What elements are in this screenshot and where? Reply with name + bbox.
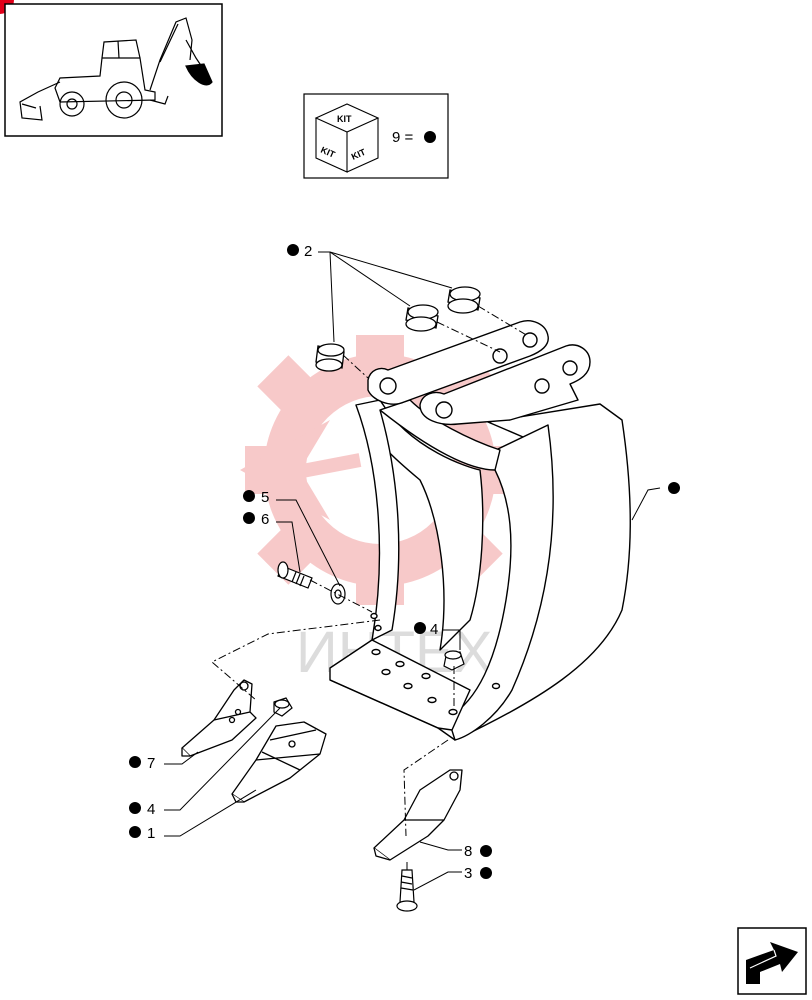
kit-equation: 9 =	[392, 129, 414, 146]
bullet-icon	[243, 490, 255, 502]
bullet-icon	[129, 826, 141, 838]
bucket	[329, 320, 631, 741]
kit-cube-icon	[314, 103, 380, 173]
hex-nut-lower	[273, 697, 293, 717]
bushings	[315, 286, 481, 372]
corner-adapter	[373, 769, 463, 861]
callout-8: 8	[464, 843, 472, 860]
bucket-tooth	[231, 721, 327, 803]
callout-5: 5	[261, 489, 269, 506]
hex-nut-upper	[443, 650, 465, 671]
backhoe-loader-icon	[19, 17, 213, 121]
bullet-icon	[129, 756, 141, 768]
bullet-icon	[287, 244, 299, 256]
tooth-adapter-left	[181, 679, 257, 757]
bullet-icon	[414, 622, 426, 634]
kit-top-label: KIT	[337, 114, 352, 124]
kit-bullet-icon	[424, 131, 436, 143]
side-bolt	[277, 561, 313, 589]
bushing-1	[315, 343, 345, 372]
bullet-icon	[480, 867, 492, 879]
bullet-icon	[480, 845, 492, 857]
kit-legend: KIT KIT KIT 9 =	[303, 93, 449, 179]
bucket-bullet-icon	[668, 482, 680, 494]
machine-thumbnail	[4, 3, 223, 137]
callout-2: 2	[304, 243, 312, 260]
bushing-2	[405, 304, 439, 332]
callout-4-lower: 4	[147, 801, 155, 818]
leader-lines	[164, 251, 661, 891]
callout-1: 1	[147, 825, 155, 842]
callout-7: 7	[147, 755, 155, 772]
next-page-arrow-button[interactable]	[737, 927, 807, 995]
washer	[330, 583, 346, 605]
plow-bolt	[396, 869, 418, 912]
bullet-icon	[129, 802, 141, 814]
bullet-icon	[243, 512, 255, 524]
callouts: 2 5 6 4 7 4 1 8 3	[129, 243, 680, 882]
callout-3: 3	[464, 865, 472, 882]
bushing-3	[447, 286, 481, 314]
callout-6: 6	[261, 511, 269, 528]
assembly-lines	[211, 305, 529, 872]
arrow-icon	[746, 942, 798, 984]
callout-4-upper: 4	[430, 621, 438, 638]
